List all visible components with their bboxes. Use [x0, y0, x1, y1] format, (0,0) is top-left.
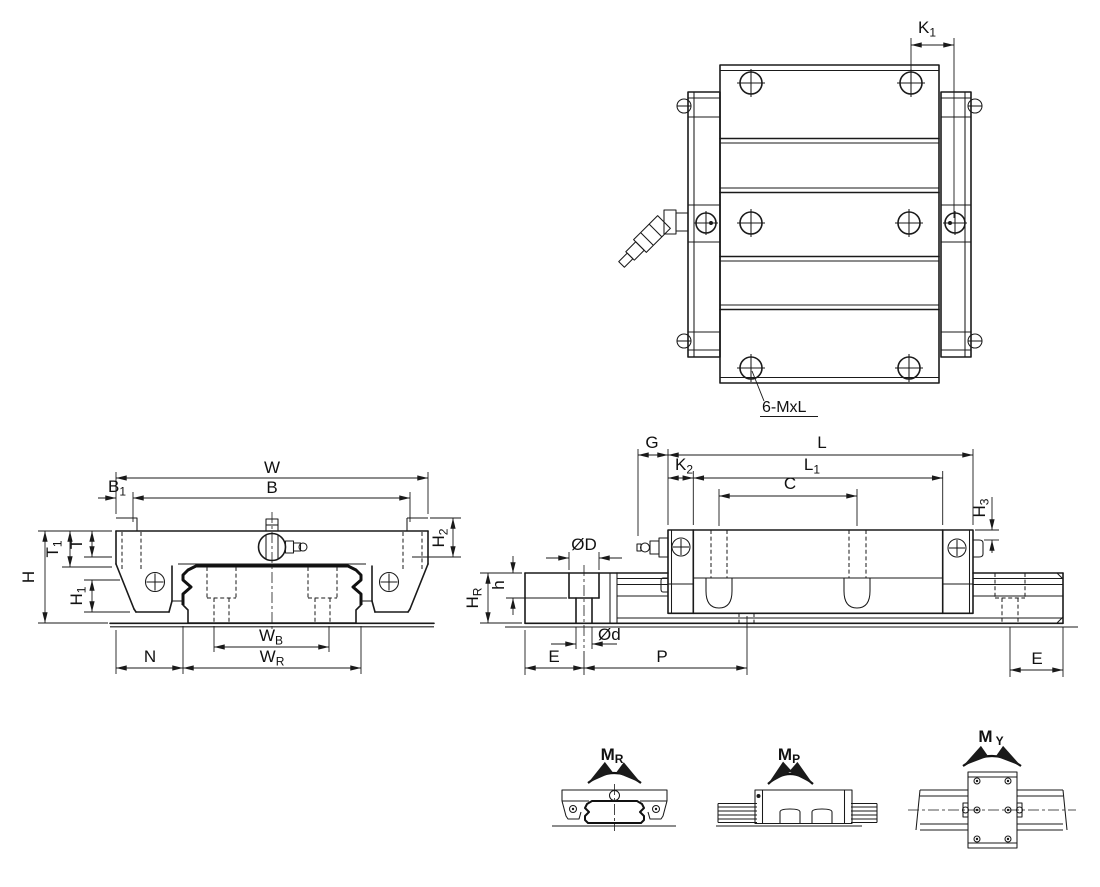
dim-b-group: B [132, 478, 411, 522]
dim-t1: T1 [43, 540, 65, 557]
label-mr: MR [601, 745, 624, 766]
dim-h1: H1 [67, 586, 89, 605]
dim-k1: K1 [918, 18, 936, 40]
side-view: G L K2 L1 C H3 ØD h HR [463, 433, 1078, 677]
dim-b1-group: B1 [98, 477, 126, 501]
mr-mini-front-view [552, 784, 676, 831]
dim-w: W [264, 458, 280, 477]
carriage-side [636, 529, 984, 615]
grease-nipple-front-icon [257, 518, 308, 562]
label-mp: MP [778, 745, 800, 766]
end-cap-screw-icon [144, 571, 400, 593]
rail-bolt-holes-hidden [206, 567, 338, 622]
dim-h3-group: H3 [970, 497, 999, 553]
side-screw-icon [694, 211, 967, 235]
dim-k1-group: K1 [910, 18, 955, 218]
mounting-note: 6-MxL [762, 399, 807, 416]
dim-h2: H2 [429, 528, 451, 547]
dim-left-group: H T1 T H1 [19, 530, 130, 624]
dim-h3: H3 [970, 498, 992, 517]
dim-n: N [144, 647, 156, 666]
dim-counterbore-depth: h [489, 580, 508, 589]
mp-rail-stub-right [851, 802, 878, 824]
mr-arc-arrow [587, 761, 642, 784]
dim-l1: L1 [804, 455, 820, 477]
dim-h2-group: H2 [412, 517, 461, 558]
dim-k2: K2 [675, 455, 693, 477]
top-view: K1 6-MxL [618, 18, 983, 417]
mp-mini-side-view [716, 789, 878, 827]
dim-c: C [784, 474, 796, 493]
dim-dia-inner: Ød [598, 625, 621, 644]
dim-h: H [19, 571, 38, 583]
flange-corner-screw-icon [676, 98, 983, 349]
rail-elevation [616, 572, 1064, 624]
grease-nipple-side-icon [636, 537, 669, 558]
dim-rail-height: HR [463, 587, 485, 608]
dim-wr: WR [260, 647, 285, 669]
mounting-note-group: 6-MxL [751, 370, 818, 417]
dim-rail-hole-group: ØD h HR Ød [463, 535, 622, 649]
mp-rail-stub-left [717, 802, 757, 824]
rail-section [524, 565, 618, 648]
dim-t: T [67, 539, 86, 549]
dim-e-left: E [548, 647, 559, 666]
dim-l: L [817, 433, 826, 452]
front-view: W B B1 H T1 T H1 [19, 458, 461, 674]
dim-dia-outer: ØD [571, 535, 597, 554]
moment-mr-diagram: MR [552, 745, 676, 831]
mounting-holes-top [737, 69, 925, 382]
dim-b1: B1 [108, 477, 126, 499]
moment-mp-diagram: MP [716, 745, 878, 827]
dim-pitch: P [656, 647, 667, 666]
grease-fitting-icon [618, 209, 689, 268]
dim-pitch-group: E P E [524, 616, 1064, 677]
dim-w-group: W [115, 458, 429, 514]
dim-wb: WB [259, 626, 283, 648]
dim-e-right: E [1031, 649, 1042, 668]
my-mini-top-view [908, 771, 1076, 849]
dim-bottom-group: WB WR N [115, 626, 362, 674]
dim-side-top-group: G L K2 L1 C [637, 433, 974, 536]
dim-b: B [266, 478, 277, 497]
mp-arc-arrow [767, 761, 814, 785]
dim-g: G [645, 433, 658, 452]
my-arc-arrow [962, 745, 1022, 767]
